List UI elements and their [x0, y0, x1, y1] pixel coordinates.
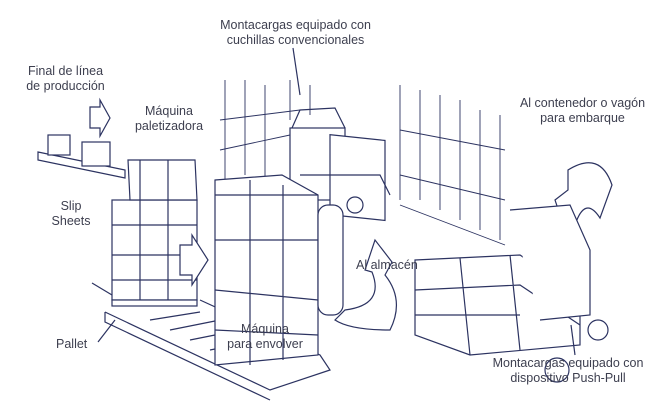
label-line: cuchillas convencionales	[226, 33, 365, 47]
label-palletizer: Máquina paletizadora	[124, 104, 214, 134]
label-forklift-push-pull: Montacargas equipado con dispositivo Pus…	[478, 356, 658, 386]
label-wrapper: Máquina para envolver	[220, 322, 310, 352]
palletized-stack	[111, 159, 198, 307]
forklift-push-pull	[414, 204, 609, 383]
label-line: Al contenedor o vagón	[519, 96, 646, 110]
arrow-down-icon	[89, 97, 111, 139]
label-forklift-blades: Montacargas equipado con cuchillas conve…	[208, 18, 383, 48]
film-roll	[317, 204, 344, 316]
label-line: Final de línea	[27, 64, 104, 78]
label-line: para envolver	[227, 337, 303, 351]
arrow-right-icon	[179, 232, 209, 288]
label-end-of-line: Final de línea de producción	[18, 64, 113, 94]
pallet-leader	[97, 319, 116, 343]
label-line: Montacargas equipado con	[220, 18, 371, 32]
label-line: dispositivo Push-Pull	[510, 371, 626, 385]
curved-arrow-up-icon	[334, 238, 397, 331]
label-pallet: Pallet	[56, 337, 88, 351]
label-to-container: Al contenedor o vagón para embarque	[505, 96, 660, 126]
label-line: Máquina	[145, 104, 193, 118]
label-line: Slip	[60, 199, 82, 213]
production-conveyor	[37, 134, 126, 179]
slip-sheets-leader	[91, 282, 113, 296]
label-slip-sheets: Slip Sheets	[46, 199, 96, 229]
wrapped-stack	[214, 174, 344, 366]
label-line: para embarque	[540, 111, 625, 125]
label-to-warehouse: Al almacén	[356, 258, 418, 272]
label-line: Montacargas equipado con	[492, 356, 644, 370]
label-line: Sheets	[51, 214, 91, 228]
label-line: Máquina	[241, 322, 289, 336]
label-line: paletizadora	[134, 119, 204, 133]
label-line: de producción	[26, 79, 105, 93]
